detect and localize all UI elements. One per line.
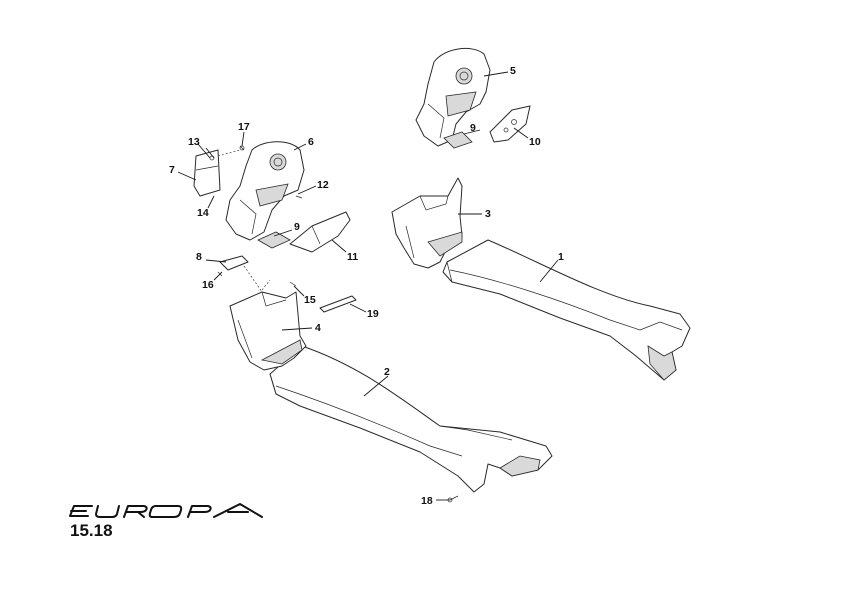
callout-8: 8	[196, 251, 202, 263]
callout-3: 3	[485, 208, 491, 220]
callout-15: 15	[304, 294, 316, 306]
callout-7: 7	[169, 164, 175, 176]
callout-10: 10	[529, 136, 541, 148]
callout-9-lower: 9	[294, 221, 300, 233]
page-reference-number: 15.18	[70, 521, 113, 540]
callout-14: 14	[197, 207, 209, 219]
callout-17: 17	[238, 121, 250, 133]
part-7-bracket	[193, 149, 221, 197]
part-2-left-duct	[269, 345, 553, 493]
callout-12: 12	[317, 179, 329, 191]
europa-logo	[69, 503, 263, 518]
leader-lines	[177, 71, 559, 501]
callout-6: 6	[308, 136, 314, 148]
callout-5: 5	[510, 65, 516, 77]
callout-labels: 1 2 3 4 5 6 7 8 9 9 10 11 12 13 14 15 16…	[169, 65, 564, 507]
part-3-right-panel	[391, 177, 463, 269]
part-19-strip	[319, 295, 357, 313]
part-10-bracket	[489, 105, 531, 143]
callout-13: 13	[188, 136, 200, 148]
part-9-lower-plate	[257, 231, 291, 249]
part-5-heater-cover	[415, 47, 491, 147]
part-9-upper-plate	[443, 131, 473, 149]
part-11-bracket	[289, 211, 351, 253]
part-4-left-panel	[229, 291, 307, 371]
part-8-clip	[219, 255, 249, 271]
callout-18: 18	[421, 495, 433, 507]
assembly-lines	[217, 149, 271, 293]
callout-1: 1	[558, 251, 564, 263]
callout-11: 11	[347, 251, 358, 263]
callout-4: 4	[315, 322, 321, 334]
callout-19: 19	[367, 308, 379, 320]
part-1-right-duct	[442, 239, 691, 381]
part-6-heater-cover	[225, 141, 305, 241]
callout-2: 2	[384, 366, 390, 378]
callout-16: 16	[202, 279, 214, 291]
callout-9-upper: 9	[470, 122, 476, 134]
